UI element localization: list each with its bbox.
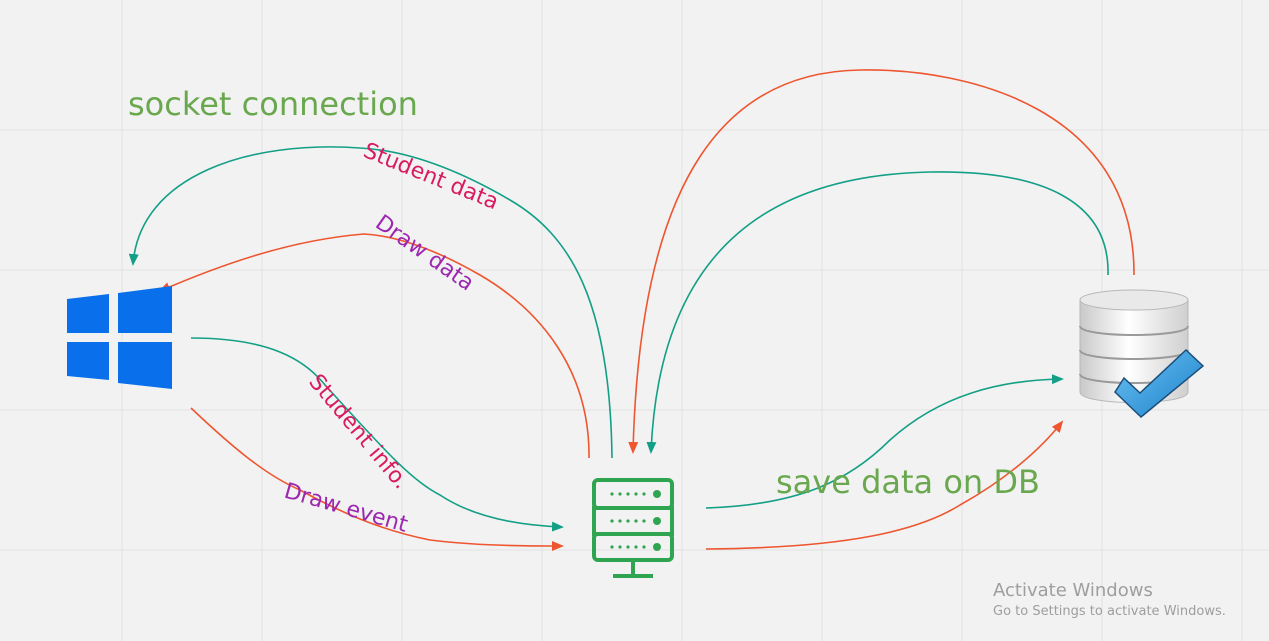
- db-to-server-teal-arrow[interactable]: [646, 171, 1109, 454]
- server-to-db-red-arrow[interactable]: [705, 420, 1064, 550]
- windows-logo-icon[interactable]: [67, 286, 172, 389]
- activate-windows-watermark: Activate Windows Go to Settings to activ…: [993, 580, 1226, 622]
- diagram-title: socket connection: [128, 85, 418, 123]
- student-data-arrow[interactable]: [128, 146, 613, 459]
- watermark-subtitle: Go to Settings to activate Windows.: [993, 604, 1226, 619]
- db-to-server-red-arrow[interactable]: [628, 69, 1135, 454]
- draw-data-label: Draw data: [371, 210, 479, 296]
- connectors: [128, 69, 1135, 551]
- student-data-label: Student data: [360, 138, 502, 215]
- db-label: save data on DB: [776, 463, 1040, 501]
- server-to-db-teal-arrow[interactable]: [705, 374, 1064, 509]
- draw-event-arrow[interactable]: [190, 407, 564, 551]
- draw-data-arrow[interactable]: [158, 233, 590, 459]
- student-info-arrow[interactable]: [190, 337, 564, 532]
- server-icon[interactable]: [592, 478, 674, 578]
- watermark-title: Activate Windows: [993, 580, 1153, 601]
- student-info-label: Student info.: [303, 370, 413, 494]
- database-check-icon[interactable]: [1079, 289, 1205, 419]
